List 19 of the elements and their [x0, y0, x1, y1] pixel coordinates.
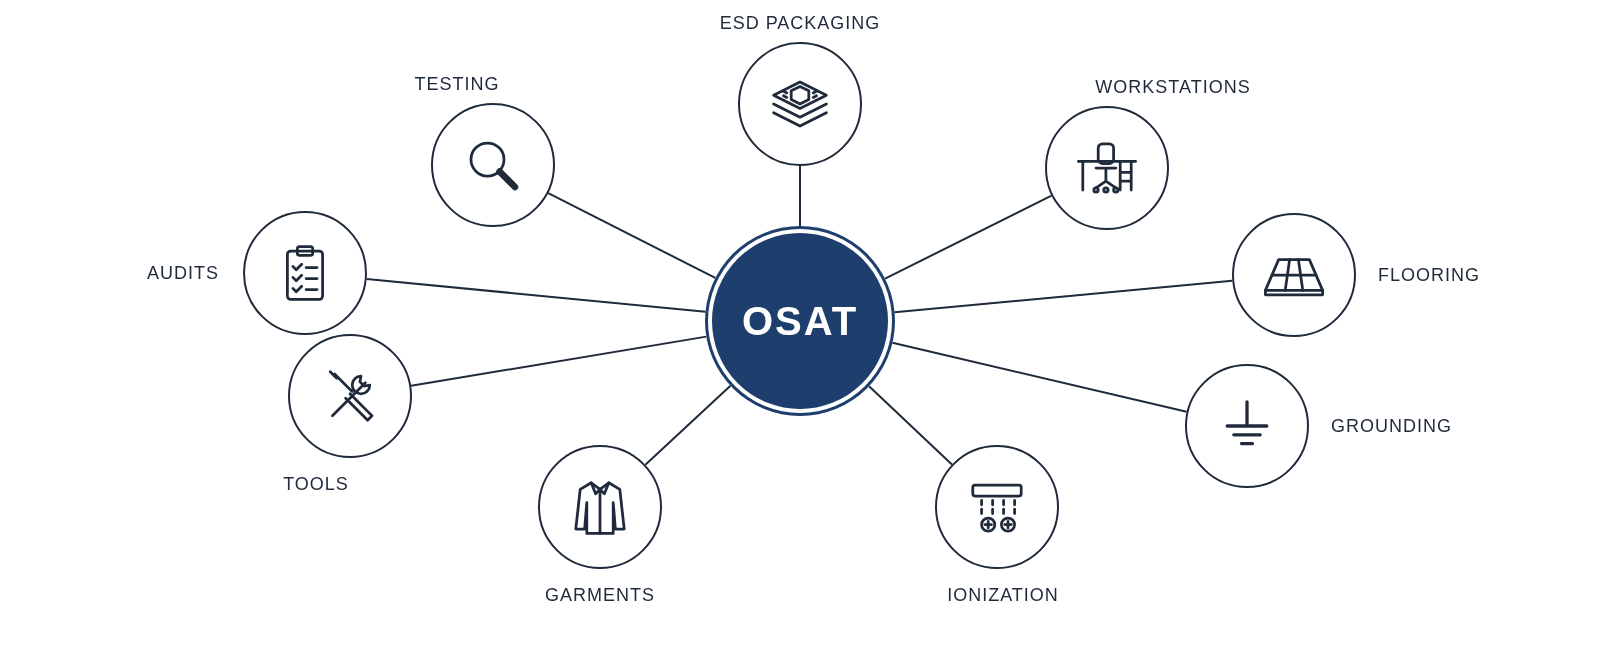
connector-line [644, 384, 732, 466]
node-label: AUDITS [147, 262, 219, 284]
node-label: IONIZATION [947, 585, 1059, 606]
node-label: ESD PACKAGING [719, 13, 881, 34]
connector-line [547, 192, 717, 279]
connector-line [365, 278, 707, 313]
node-label: TOOLS [283, 474, 349, 495]
connector-line [893, 279, 1234, 314]
connector-line [868, 385, 953, 466]
connector-line [884, 194, 1053, 280]
connector-line [410, 335, 708, 387]
connector-line [799, 165, 801, 227]
connector-line [891, 341, 1188, 413]
node-label: OSAT [741, 298, 859, 344]
node-label: TESTING [414, 74, 500, 95]
node-label: FLOORING [1378, 264, 1480, 286]
node-label: GARMENTS [545, 585, 655, 606]
node-label: GROUNDING [1331, 415, 1452, 437]
node-label: WORKSTATIONS [1095, 77, 1251, 98]
